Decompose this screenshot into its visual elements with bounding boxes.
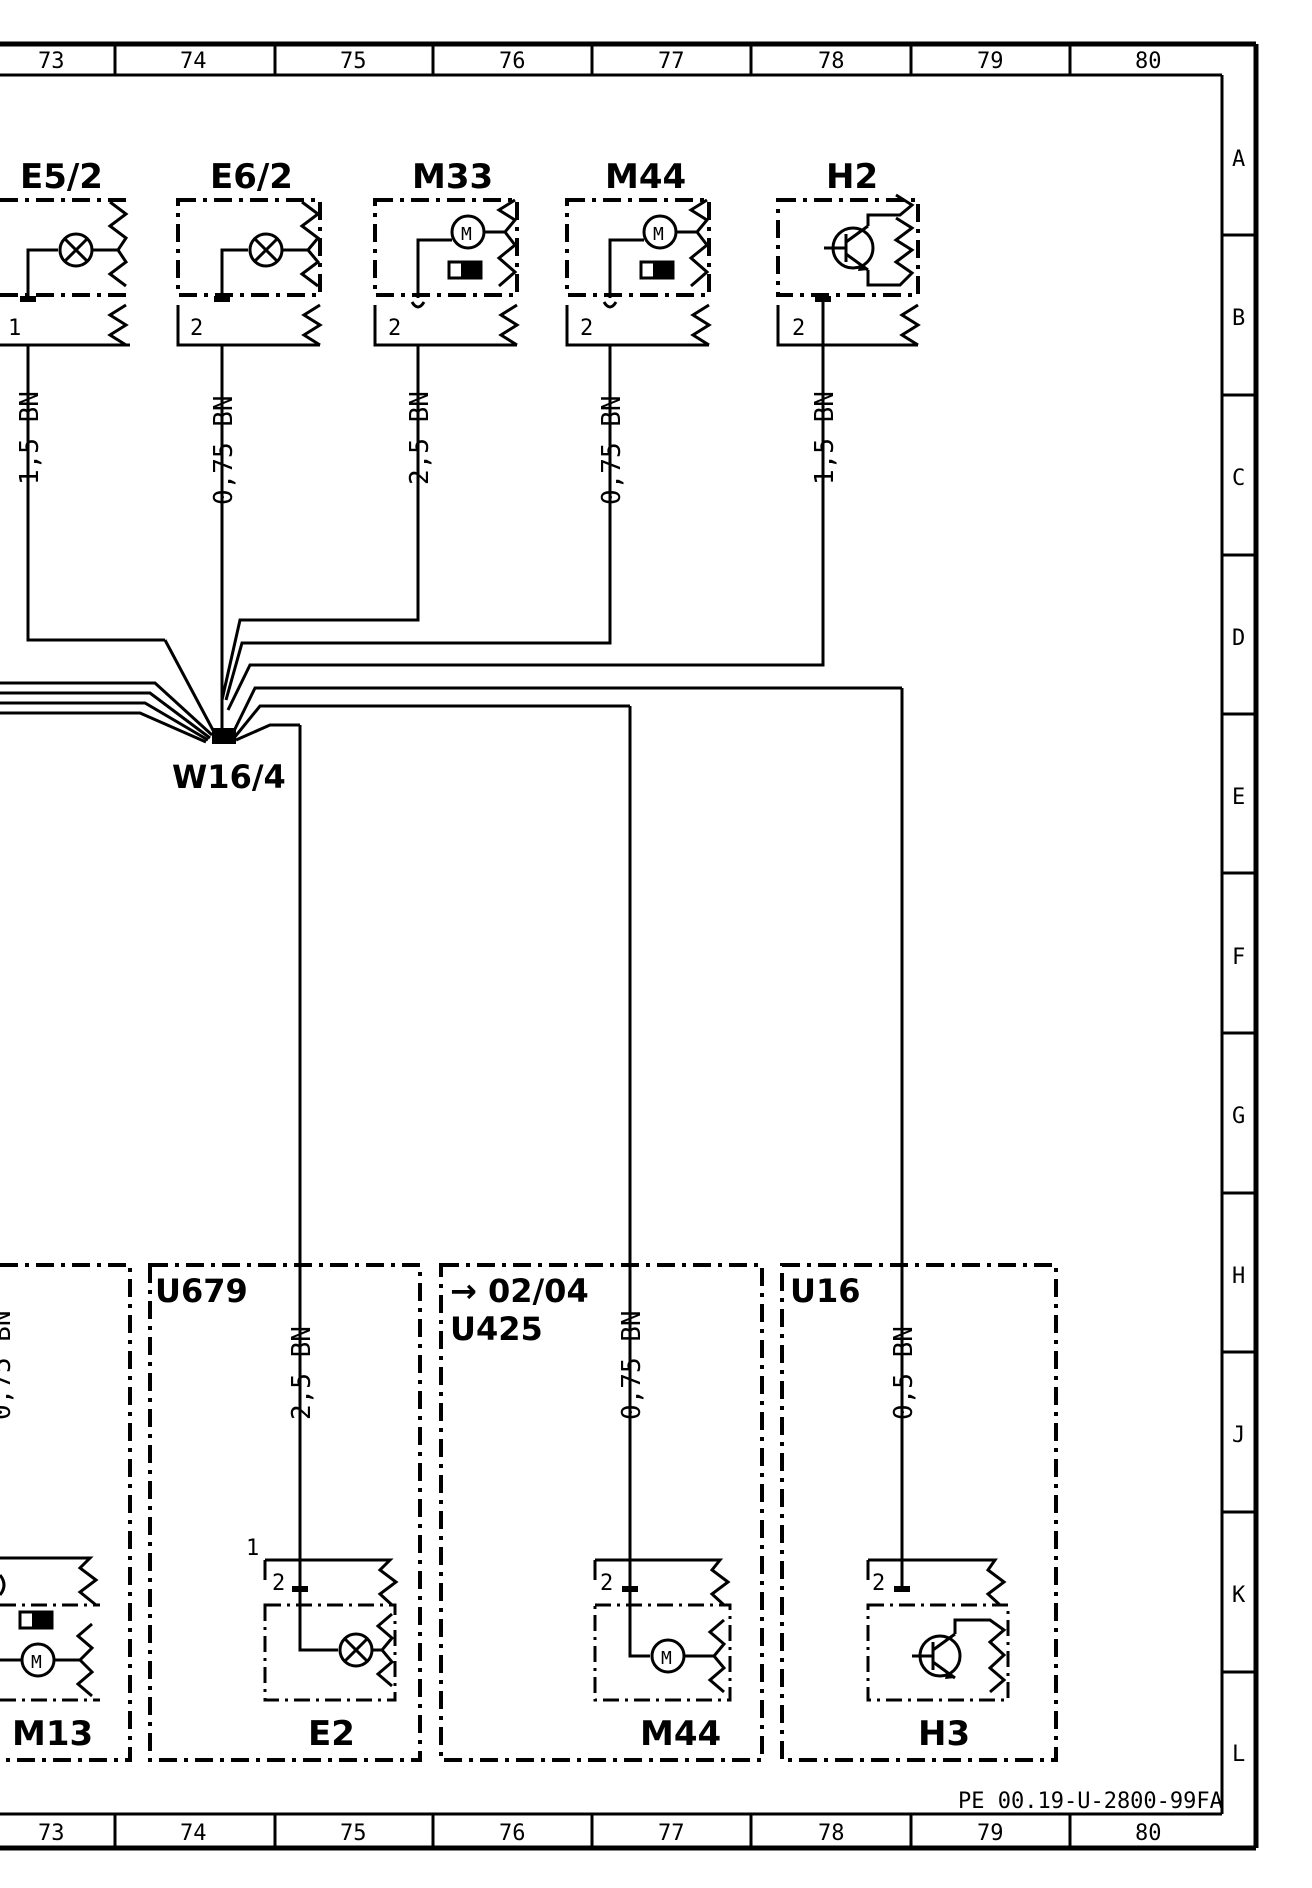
group-box-u16 xyxy=(780,1263,1058,1762)
wire-label: 2,5 BN xyxy=(287,1326,317,1420)
wire-label: 0,75 BN xyxy=(0,1310,17,1420)
component-e6-2: E6/2 2 xyxy=(176,157,323,347)
component-label: M44 xyxy=(640,1714,721,1754)
col-label: 76 xyxy=(499,49,526,74)
component-label: H3 xyxy=(918,1714,970,1754)
column-labels-top: 73 74 75 76 77 78 79 80 xyxy=(38,49,1162,74)
col-label: 79 xyxy=(977,49,1004,74)
group-label: U425 xyxy=(450,1310,543,1348)
switch-icon xyxy=(32,1613,51,1627)
group-label: → 02/04 xyxy=(450,1272,589,1310)
pin-terminal xyxy=(214,296,230,302)
row-label: L xyxy=(1232,1742,1245,1767)
group-label: U679 xyxy=(155,1272,248,1310)
component-label: E2 xyxy=(308,1714,355,1754)
row-label: G xyxy=(1232,1104,1245,1129)
pin-number: 2 xyxy=(580,316,593,341)
pin-number: 2 xyxy=(792,316,805,341)
row-label: C xyxy=(1232,466,1245,491)
col-label: 78 xyxy=(818,1821,845,1846)
component-label: H2 xyxy=(826,157,878,197)
svg-text:M: M xyxy=(31,1652,42,1673)
col-label: 80 xyxy=(1135,49,1162,74)
pin-terminal xyxy=(894,1586,910,1592)
splice-point xyxy=(212,728,236,744)
component-label: E5/2 xyxy=(20,157,103,197)
component-e2: 2 1 E2 xyxy=(246,1295,399,1754)
pin-number: 2 xyxy=(272,1571,285,1596)
wire-h2 xyxy=(226,350,825,711)
component-m44-top: M44 M 2 xyxy=(565,157,712,347)
col-label: 75 xyxy=(340,49,367,74)
wire-label: 1,5 BN xyxy=(810,391,840,485)
component-label: E6/2 xyxy=(210,157,293,197)
pin-number: 2 xyxy=(388,316,401,341)
wire-label: 0,75 BN xyxy=(617,1310,647,1420)
col-label: 73 xyxy=(38,1821,65,1846)
row-label: B xyxy=(1232,306,1245,331)
wire-m33 xyxy=(220,345,420,701)
pin-number: 2 xyxy=(872,1571,885,1596)
col-label: 74 xyxy=(180,1821,207,1846)
wire-label: 0,75 BN xyxy=(597,395,627,505)
component-e5-2: E5/2 1 xyxy=(0,157,130,347)
component-m33: M33 M 2 xyxy=(373,157,520,347)
wire-bundle xyxy=(0,639,904,1295)
col-label: 80 xyxy=(1135,1821,1162,1846)
row-labels: A B C D E F G H J K L xyxy=(1232,147,1246,1767)
col-label: 74 xyxy=(180,49,207,74)
wire-label: 0,75 BN xyxy=(209,395,239,505)
row-label: D xyxy=(1232,626,1245,651)
row-label: J xyxy=(1232,1423,1245,1448)
pin-terminal xyxy=(292,1586,308,1592)
pin-number: 2 xyxy=(190,316,203,341)
col-label: 77 xyxy=(658,1821,685,1846)
col-label: 76 xyxy=(499,1821,526,1846)
col-label: 79 xyxy=(977,1821,1004,1846)
wire-label: 2,5 BN xyxy=(405,391,435,485)
drawing-frame xyxy=(0,41,1259,1851)
pin-terminal xyxy=(622,1586,638,1592)
component-m44-bottom: M 2 M44 xyxy=(593,1295,732,1754)
column-labels-bottom: 73 74 75 76 77 78 79 80 xyxy=(38,1821,1162,1846)
component-label: M13 xyxy=(12,1714,93,1754)
row-label: K xyxy=(1232,1583,1246,1608)
component-label: M33 xyxy=(412,157,493,197)
wire-label: 1,5 BN xyxy=(15,391,45,485)
component-label: M44 xyxy=(605,157,686,197)
component-h2: H2 2 xyxy=(776,157,921,350)
col-label: 73 xyxy=(38,49,65,74)
pin-number: 1 xyxy=(8,316,21,341)
pin-terminal xyxy=(20,296,36,302)
pin-number: 2 xyxy=(600,1571,613,1596)
col-label: 75 xyxy=(340,1821,367,1846)
pin-number: 1 xyxy=(246,1536,259,1561)
group-label: U16 xyxy=(790,1272,861,1310)
connector-label: W16/4 xyxy=(172,758,286,796)
wire-e5-2 xyxy=(26,345,165,642)
component-m13: M M13 xyxy=(0,1556,100,1754)
row-label: H xyxy=(1232,1264,1245,1289)
row-label: E xyxy=(1232,785,1245,810)
wire-m44-top xyxy=(224,345,612,701)
pin-terminal xyxy=(815,296,831,302)
col-label: 78 xyxy=(818,49,845,74)
svg-text:M: M xyxy=(653,224,664,245)
component-h3: 2 H3 xyxy=(866,1295,1010,1754)
wire-label: 0,5 BN xyxy=(889,1326,919,1420)
svg-text:M: M xyxy=(461,224,472,245)
row-label: F xyxy=(1232,945,1245,970)
switch-icon xyxy=(653,263,672,277)
group-box-u425 xyxy=(439,1263,764,1762)
col-label: 77 xyxy=(658,49,685,74)
drawing-reference: PE 00.19-U-2800-99FA xyxy=(958,1789,1223,1814)
row-label: A xyxy=(1232,147,1245,172)
group-box-u679 xyxy=(148,1263,422,1762)
svg-text:M: M xyxy=(661,1648,672,1669)
group-box-m13 xyxy=(0,1263,132,1762)
switch-icon xyxy=(461,263,480,277)
